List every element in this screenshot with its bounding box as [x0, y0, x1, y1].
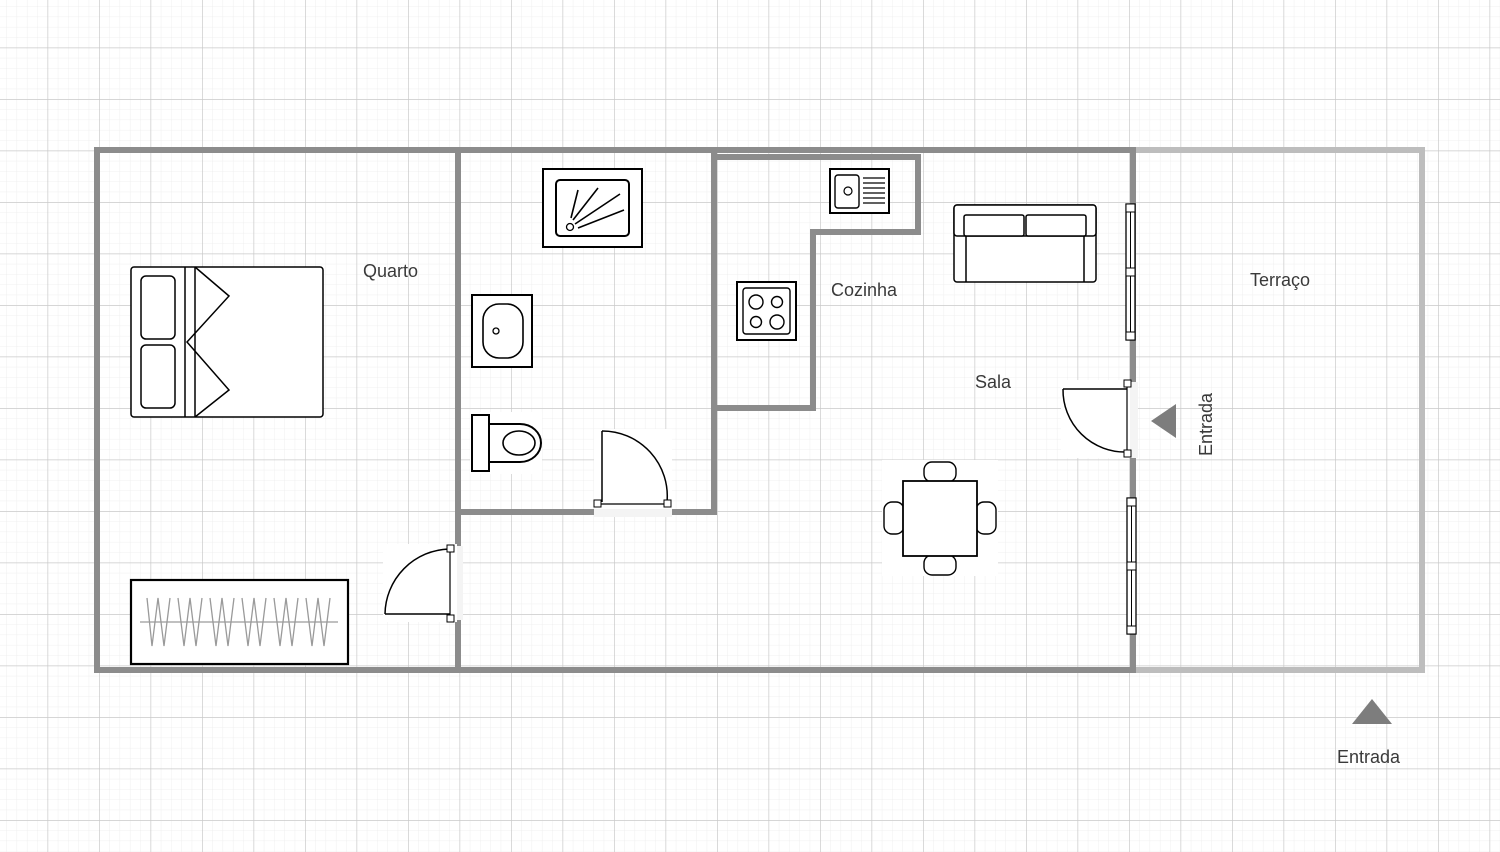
shower-icon — [542, 168, 643, 248]
stove-icon — [736, 281, 797, 341]
bathroom-wall — [458, 150, 717, 515]
entrance-label-side: Entrada — [1196, 392, 1216, 456]
sofa-icon — [953, 204, 1097, 283]
bathroom-door-icon — [593, 429, 672, 509]
dining-table-icon — [882, 460, 998, 576]
entrance-arrow-side-icon — [1151, 404, 1176, 438]
kitchen-sink-icon — [829, 168, 890, 214]
bedroom-door-icon — [383, 544, 457, 623]
wardrobe-icon — [129, 578, 350, 666]
kitchen-wall — [714, 154, 921, 411]
toilet-icon — [470, 412, 542, 474]
window-upper — [1125, 203, 1136, 341]
sink-icon — [471, 294, 533, 368]
terrace-wall — [1133, 147, 1425, 673]
room-label-cozinha: Cozinha — [831, 280, 898, 300]
window-lower — [1126, 497, 1137, 635]
room-label-terraco: Terraço — [1250, 270, 1310, 290]
room-label-quarto: Quarto — [363, 261, 418, 281]
entrance-label-bottom: Entrada — [1337, 747, 1401, 767]
bed-icon — [130, 266, 324, 418]
room-label-sala: Sala — [975, 372, 1012, 392]
entrance-door-icon — [1061, 379, 1132, 458]
entrance-door-gap — [1128, 382, 1138, 458]
bedroom-door-gap — [454, 546, 463, 620]
entrance-arrow-bottom-icon — [1352, 699, 1392, 724]
bathroom-door-gap — [594, 508, 672, 517]
